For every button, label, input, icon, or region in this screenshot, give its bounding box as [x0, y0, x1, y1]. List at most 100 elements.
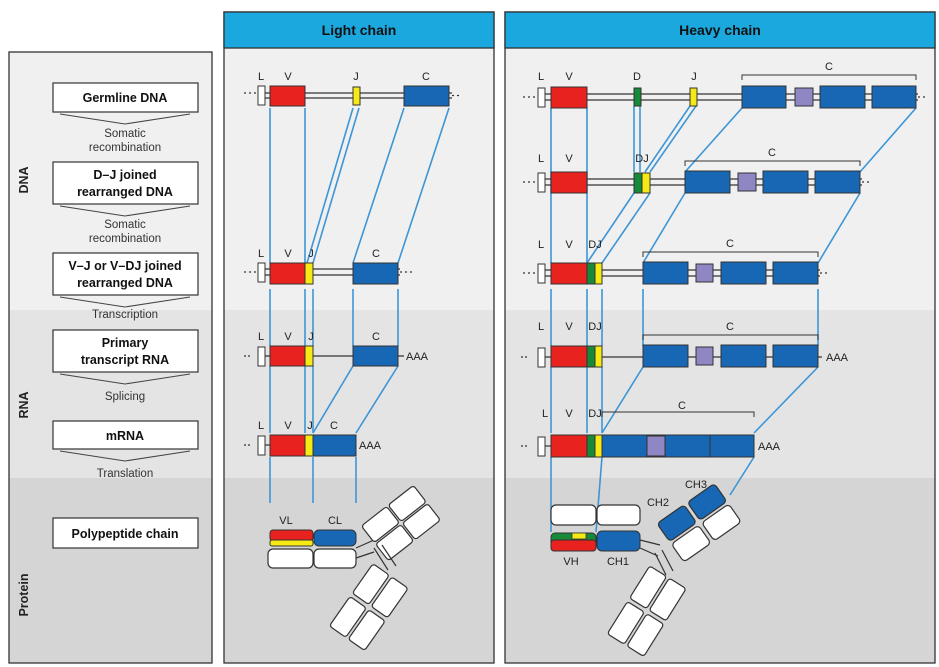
step-box [52, 252, 199, 296]
step-label-line2: rearranged DNA [77, 185, 173, 199]
j-segment [352, 86, 361, 106]
poly-a-tail: AAA [758, 441, 781, 453]
segment-label-j: J [308, 331, 314, 343]
step-boxes: Germline DNA D–J joined rearranged DNA V… [52, 82, 199, 549]
segment-label-l: L [258, 71, 264, 83]
poly-a-tail: AAA [826, 352, 849, 364]
section-label-rna: RNA [17, 391, 31, 418]
segment-label-v: V [565, 153, 573, 165]
segment-label-c: C [372, 331, 380, 343]
transitions [59, 113, 191, 462]
segment-label-dj: DJ [588, 239, 601, 251]
domain-label-ch2: CH2 [647, 497, 669, 509]
segment-label-l: L [538, 321, 544, 333]
step-germline-dna: Germline DNA [52, 82, 199, 113]
segment-label-l: L [258, 420, 264, 432]
step-box [52, 420, 199, 450]
segment-label-v: V [565, 71, 573, 83]
segment-label-c: C [726, 321, 734, 333]
transition-label: Translation [97, 468, 153, 480]
section-label-protein: Protein [17, 573, 31, 616]
chevron-down-icon [59, 373, 191, 385]
transition-labels: Somatic recombination Somatic recombinat… [89, 128, 161, 480]
segment-label-l: L [538, 153, 544, 165]
segment-label-c: C [768, 147, 776, 159]
step-label-line2: transcript RNA [81, 353, 169, 367]
transition-label-line2: recombination [89, 142, 161, 154]
step-box [52, 517, 199, 549]
segment-label-v: V [284, 248, 292, 260]
step-primary-transcript: Primary transcript RNA [52, 329, 199, 373]
step-label: mRNA [106, 429, 144, 443]
light-connector-lines [269, 107, 450, 503]
domain-label-ch1: CH1 [607, 556, 629, 568]
segment-label-j: J [691, 71, 697, 83]
light-mrna: L V J C AAA [244, 420, 382, 457]
transition-label: Splicing [105, 391, 145, 403]
poly-a-tail: AAA [406, 351, 429, 363]
step-vj-joined-dna: V–J or V–DJ joined rearranged DNA [52, 252, 199, 296]
transition-label: Transcription [92, 309, 158, 321]
heavy-dj-joined-dna: L V DJ C [523, 147, 872, 194]
segment-label-l: L [538, 239, 544, 251]
segment-label-l: L [258, 248, 264, 260]
light-header-title: Light chain [322, 22, 397, 38]
segment-label-v: V [284, 420, 292, 432]
heavy-mrna: L V DJ C AAA [521, 400, 781, 458]
transition-label-line2: recombination [89, 233, 161, 245]
heavy-header-bar [504, 11, 936, 49]
step-label: V–J or V–DJ joined [68, 259, 181, 273]
step-dj-joined-dna: D–J joined rearranged DNA [52, 161, 199, 205]
heavy-primary-transcript: L V DJ C AAA [521, 321, 849, 368]
segment-label-c: C [422, 71, 430, 83]
domain-label-cl: CL [328, 515, 342, 527]
segment-label-l: L [542, 408, 548, 420]
transition-label: Somatic [104, 219, 146, 231]
step-box [52, 82, 199, 113]
segment-label-c: C [330, 420, 338, 432]
segment-label-l: L [258, 331, 264, 343]
steps-panel-frame [8, 51, 213, 664]
segment-label-v: V [565, 321, 573, 333]
step-mrna: mRNA [52, 420, 199, 450]
step-label: D–J joined [93, 168, 156, 182]
segment-label-j: J [308, 248, 314, 260]
segment-label-c: C [726, 238, 734, 250]
step-label: Germline DNA [83, 91, 168, 105]
poly-a-tail: AAA [359, 440, 382, 452]
segment-label-dj: DJ [588, 408, 601, 420]
c-segment [403, 85, 450, 107]
heavy-vdj-rearranged-dna: L V DJ C [523, 238, 830, 285]
segment-label-v: V [565, 408, 573, 420]
chevron-down-icon [59, 296, 191, 308]
light-polypeptide: VL CL [267, 486, 440, 651]
chevron-down-icon [59, 113, 191, 125]
step-box [52, 329, 199, 373]
segment-label-v: V [565, 239, 573, 251]
v-segment [269, 85, 306, 107]
segment-label-j: J [307, 420, 313, 432]
light-chain-header: Light chain [223, 11, 495, 49]
light-header-bar [223, 11, 495, 49]
segment-label-l: L [538, 71, 544, 83]
domain-label-vh: VH [563, 556, 578, 568]
segment-label-j: J [353, 71, 359, 83]
step-label: Polypeptide chain [72, 527, 179, 541]
segment-label-v: V [284, 331, 292, 343]
step-label: Primary [102, 336, 149, 350]
domain-label-vl: VL [279, 515, 292, 527]
step-box [52, 161, 199, 205]
heavy-polypeptide: VH CH1 CH2 CH3 [550, 479, 741, 656]
segment-label-dj: DJ [635, 153, 648, 165]
segment-label-d: D [633, 71, 641, 83]
light-germline-dna: L V J C [244, 71, 462, 107]
segment-label-dj: DJ [588, 321, 601, 333]
chevron-down-icon [59, 205, 191, 217]
heavy-chain-header: Heavy chain [504, 11, 936, 49]
segment-label-v: V [284, 71, 292, 83]
step-polypeptide: Polypeptide chain [52, 517, 199, 549]
leader-segment [257, 85, 266, 106]
protein-band-left [9, 478, 212, 663]
segment-label-c: C [678, 400, 686, 412]
